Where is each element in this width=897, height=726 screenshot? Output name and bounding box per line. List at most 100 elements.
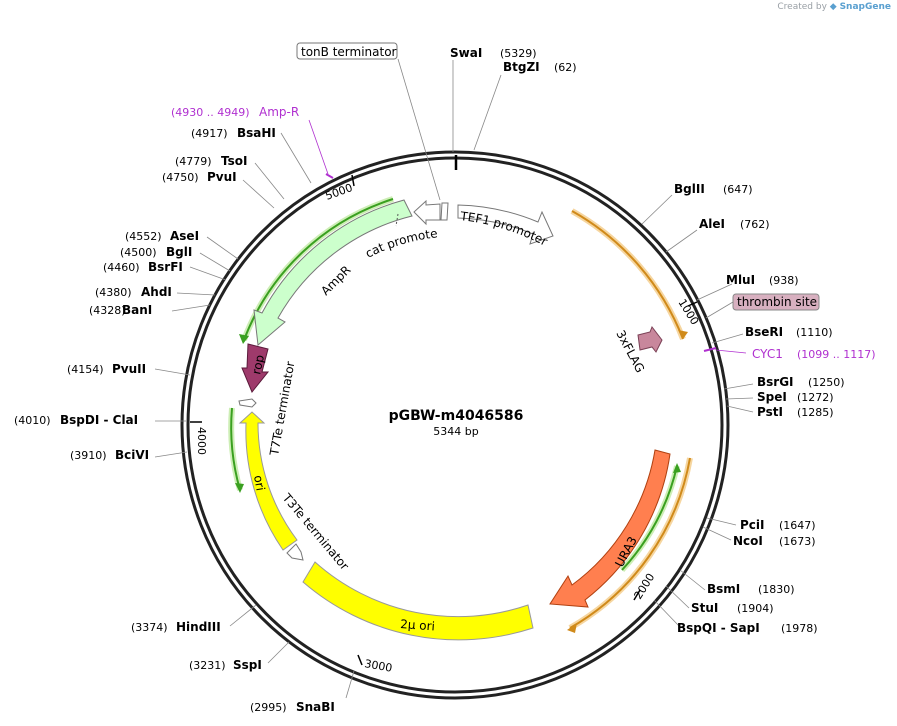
cyc1-primer-leader xyxy=(715,349,747,354)
tick-mark-3000 xyxy=(357,654,363,666)
site-pos-18: (4010) xyxy=(14,414,51,427)
cyc1-primer-mark xyxy=(703,347,717,352)
site-name-25[interactable]: PvuI xyxy=(207,170,237,184)
site-pos-25: (4750) xyxy=(162,171,199,184)
credit-prefix: Created by xyxy=(777,2,827,12)
site-name-24[interactable]: AseI xyxy=(170,229,199,243)
site-name-11[interactable]: BsmI xyxy=(707,582,740,596)
two-micron-ori-bar[interactable] xyxy=(302,561,534,641)
site-name-18[interactable]: BspDI - ClaI xyxy=(60,413,138,427)
ura3-arrow[interactable] xyxy=(549,449,671,608)
site-pos-6: (1250) xyxy=(808,376,845,389)
tonb-leader-line xyxy=(397,58,441,201)
rop-label: rop xyxy=(249,354,267,376)
site-name-22[interactable]: BsrFI xyxy=(148,260,183,274)
t7te-label: T7Te terminator xyxy=(267,360,298,457)
ampr-primer-range: (4930 .. 4949) xyxy=(171,106,250,119)
primers: CYC1 (1099 .. 1117) (4930 .. 4949) Amp-R xyxy=(171,105,876,361)
site-name-27[interactable]: BsaHI xyxy=(237,126,276,140)
site-pos-9: (1647) xyxy=(779,519,816,532)
flag-tag-arrow[interactable] xyxy=(637,325,663,353)
arc-arrowhead-green-right xyxy=(673,463,681,473)
ampr-primer-leader xyxy=(308,119,329,175)
site-name-12[interactable]: StuI xyxy=(691,601,718,615)
site-pos-15: (3231) xyxy=(189,659,226,672)
site-pos-27: (4917) xyxy=(191,127,228,140)
plasmid-name: pGBW-m4046586 xyxy=(389,408,524,424)
thrombin-label: thrombin site xyxy=(737,295,817,309)
tick-label-3000: 3000 xyxy=(363,657,393,675)
site-name-5[interactable]: BseRI xyxy=(745,325,783,339)
restriction-site-labels: SwaI(5329)BtgZI(62)BglII(647)AleI(762)Ml… xyxy=(14,46,845,714)
thrombin-label-box xyxy=(732,293,820,311)
ampr-primer-mark xyxy=(325,173,334,179)
site-pos-22: (4460) xyxy=(103,261,140,274)
credit-brand: SnapGene xyxy=(839,2,891,12)
feature-callouts: tonB terminator thrombin site xyxy=(296,42,820,319)
site-name-14[interactable]: SnaBI xyxy=(296,700,335,714)
site-pos-2: (647) xyxy=(723,183,753,196)
site-pos-12: (1904) xyxy=(737,602,774,615)
ori-arrow[interactable] xyxy=(238,411,298,551)
site-name-19[interactable]: PvuII xyxy=(112,362,146,376)
site-name-2[interactable]: BglII xyxy=(674,182,705,196)
arc-tef1-region xyxy=(571,210,684,340)
site-pos-5: (1110) xyxy=(796,326,833,339)
tick-mark-1000 xyxy=(687,301,698,307)
site-name-0[interactable]: SwaI xyxy=(450,46,482,60)
site-name-20[interactable]: BanI xyxy=(122,303,152,317)
site-pos-23: (4500) xyxy=(120,246,157,259)
t7te-terminator-arrow[interactable] xyxy=(238,398,257,408)
site-name-23[interactable]: BglI xyxy=(166,245,192,259)
arc-ura3-inner xyxy=(621,465,678,571)
site-pos-21: (4380) xyxy=(95,286,132,299)
site-name-16[interactable]: HindIII xyxy=(176,620,221,634)
snapgene-credit: Created by ◆ SnapGene xyxy=(777,2,891,12)
site-name-15[interactable]: SspI xyxy=(233,658,262,672)
site-pos-17: (3910) xyxy=(70,449,107,462)
site-name-13[interactable]: BspQI - SapI xyxy=(677,621,760,635)
site-pos-24: (4552) xyxy=(125,230,162,243)
cyc1-primer-name: CYC1 xyxy=(752,347,783,361)
site-pos-11: (1830) xyxy=(758,583,795,596)
arc-ura3-outer xyxy=(569,457,691,629)
cyc1-primer-range: (1099 .. 1117) xyxy=(797,348,876,361)
site-name-3[interactable]: AleI xyxy=(699,217,725,231)
site-pos-19: (4154) xyxy=(67,363,104,376)
arc-arrowhead-ampr xyxy=(239,334,249,344)
site-pos-10: (1673) xyxy=(779,535,816,548)
site-name-6[interactable]: BsrGI xyxy=(757,375,794,389)
site-name-1[interactable]: BtgZI xyxy=(503,60,540,74)
site-name-7[interactable]: SpeI xyxy=(757,390,787,404)
highlight-arcs xyxy=(228,196,693,633)
cat-promoter-arrow[interactable] xyxy=(413,199,441,226)
ampr-label: AmpR xyxy=(318,263,353,298)
tef1-promoter-arrow[interactable] xyxy=(457,204,554,245)
rop-arrow[interactable] xyxy=(241,343,270,393)
tonb-terminator-arrow[interactable] xyxy=(440,202,449,221)
site-pos-20: (4328) xyxy=(89,304,126,317)
site-name-26[interactable]: TsoI xyxy=(221,154,247,168)
site-name-9[interactable]: PciI xyxy=(740,518,765,532)
site-pos-3: (762) xyxy=(740,218,770,231)
site-name-4[interactable]: MluI xyxy=(726,273,755,287)
site-name-17[interactable]: BciVI xyxy=(115,448,149,462)
t3te-terminator-arrow[interactable] xyxy=(286,543,304,561)
site-pos-26: (4779) xyxy=(175,155,212,168)
arc-arrowhead-lower xyxy=(567,623,577,633)
tick-label-4000: 4000 xyxy=(195,427,208,455)
arc-arrowhead-upper xyxy=(678,330,688,339)
halo-tef1-region xyxy=(570,208,686,341)
site-pos-1: (62) xyxy=(554,61,577,74)
site-name-8[interactable]: PstI xyxy=(757,405,783,419)
ampr-arrow[interactable] xyxy=(253,199,413,346)
site-pos-8: (1285) xyxy=(797,406,834,419)
site-name-10[interactable]: NcoI xyxy=(733,534,763,548)
snapgene-logo-icon: ◆ xyxy=(829,2,837,12)
tonb-label: tonB terminator xyxy=(301,45,397,59)
arc-arrowhead-ori xyxy=(235,483,244,493)
tick-mark-2000 xyxy=(633,589,641,601)
site-name-21[interactable]: AhdI xyxy=(141,285,172,299)
two-micron-label: 2μ ori xyxy=(400,617,436,633)
